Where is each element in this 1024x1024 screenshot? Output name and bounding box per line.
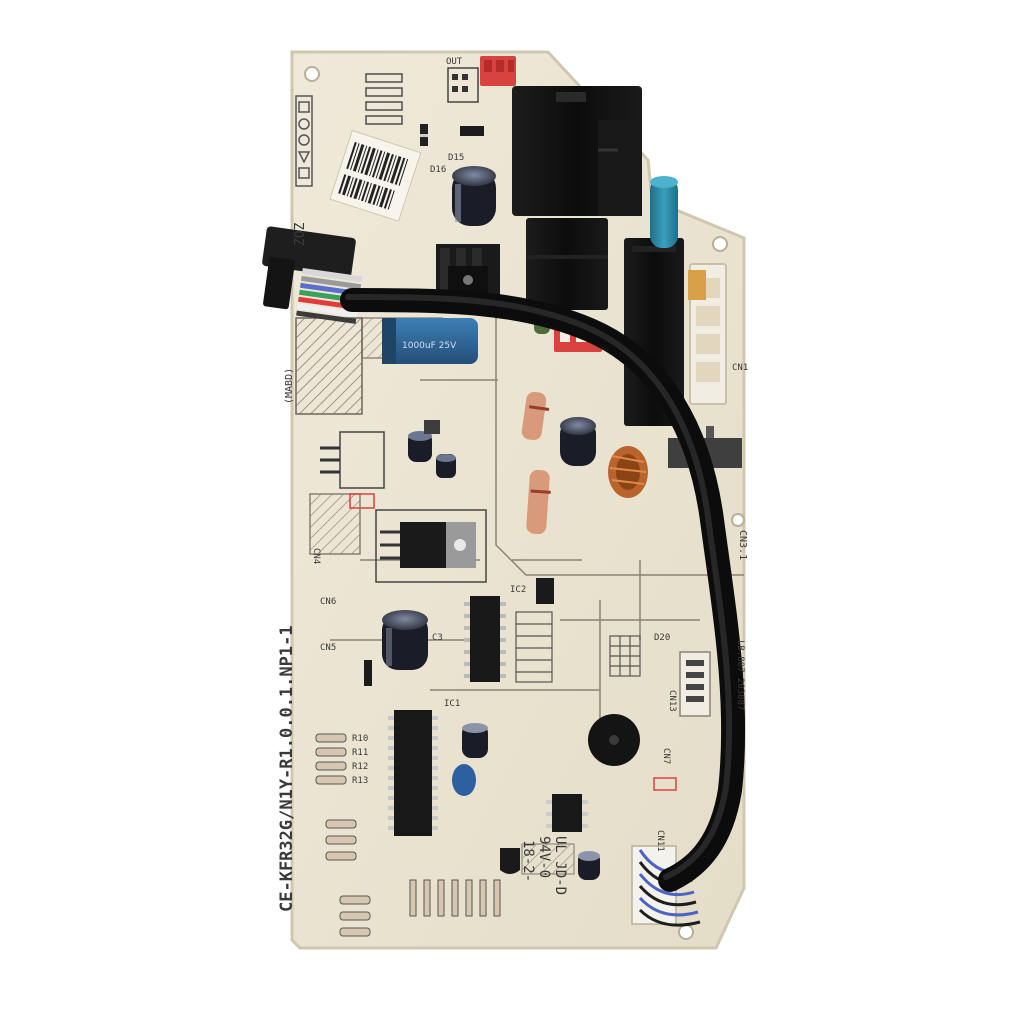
board-model-text: CE-KFR32G/N1Y-R1.0.0.1.NP1-1 [277, 625, 297, 912]
small-transistor-center [536, 578, 554, 604]
side-code-right-text: LB.807 203087 [735, 640, 745, 710]
cn11-label: CN11 [655, 830, 665, 852]
resistors-left-bottom [315, 733, 371, 937]
electrolytic-cap-top [452, 166, 496, 226]
connector-out-label: OUT [446, 57, 463, 67]
barcode-sticker [329, 129, 422, 222]
secondary-relay [526, 218, 608, 310]
r13-label: R13 [352, 776, 368, 786]
small-cap-bottom-right [578, 851, 600, 880]
small-caps-left [408, 420, 456, 478]
d20-label: D20 [654, 633, 670, 643]
cn4-label: CN4 [311, 548, 321, 564]
connector-cn-right [679, 651, 711, 717]
dip-ic-small [464, 596, 506, 682]
cn5-label: CN5 [320, 643, 336, 653]
regulator-heatsink-top [436, 244, 500, 296]
small-ic-bottom [546, 794, 588, 832]
silk-symbols-left [295, 95, 313, 187]
hatch-zone-bottom [521, 843, 575, 875]
small-cap-mcu [452, 723, 488, 796]
d15-label: D15 [448, 153, 464, 163]
red-marker-1 [349, 493, 375, 509]
transistor-to220 [375, 509, 487, 583]
diodes-d15-d16 [420, 124, 484, 146]
date-code-text: 18-2- [520, 840, 536, 882]
connector-out [447, 67, 479, 103]
film-capacitor-teal [650, 176, 678, 248]
mount-hole-mid-right [731, 513, 745, 527]
cn13-label: CN13 [667, 690, 677, 712]
red-connector-top [480, 56, 516, 86]
power-resistors [521, 391, 551, 535]
side-code-text: ZOZ [293, 222, 308, 246]
hatch-zone-left [295, 317, 363, 415]
diode-row-top [365, 73, 403, 125]
copper-inductor [608, 446, 648, 498]
red-marker-2 [653, 777, 677, 791]
electrolytic-cap-center [560, 417, 596, 466]
silk-grid-center [515, 611, 641, 683]
cn-disp-label: CN3.1 [737, 530, 748, 560]
flame-rating-text: 94V-0 [536, 836, 552, 878]
blue-capacitor-horizontal: 1000uF 25V [382, 318, 478, 364]
r12-label: R12 [352, 762, 368, 772]
board-code-suffix: (MABD) [284, 368, 295, 404]
mount-hole-bottom-right [678, 924, 694, 940]
main-relay [512, 86, 642, 216]
d16-label: D16 [430, 165, 446, 175]
cap-value-text: 1000uF 25V [402, 341, 457, 351]
mount-hole-top-right [712, 236, 728, 252]
diode-near-c3 [364, 660, 372, 686]
ic2-label: IC2 [510, 585, 526, 595]
c3-label: C3 [432, 633, 443, 643]
ic1-label: IC1 [444, 699, 460, 709]
r11-label: R11 [352, 748, 368, 758]
hatch-zone-lower-left [309, 493, 361, 555]
mount-hole-top-left [304, 66, 320, 82]
cn1-label: CN1 [732, 363, 748, 373]
transistor-bottom [500, 848, 520, 874]
white-connector-right [688, 263, 727, 405]
resistor-array-bottom [409, 879, 501, 917]
ul-mark-text: UL JD-D [552, 836, 568, 895]
cn6-label: CN6 [320, 597, 336, 607]
buzzer [588, 714, 640, 766]
electrolytic-cap-c3 [382, 610, 428, 670]
regulator-left [320, 431, 385, 489]
r10-label: R10 [352, 734, 368, 744]
cable-harness [340, 288, 746, 892]
cn7-label: CN7 [661, 748, 671, 764]
mcu-dip28 [388, 710, 438, 836]
